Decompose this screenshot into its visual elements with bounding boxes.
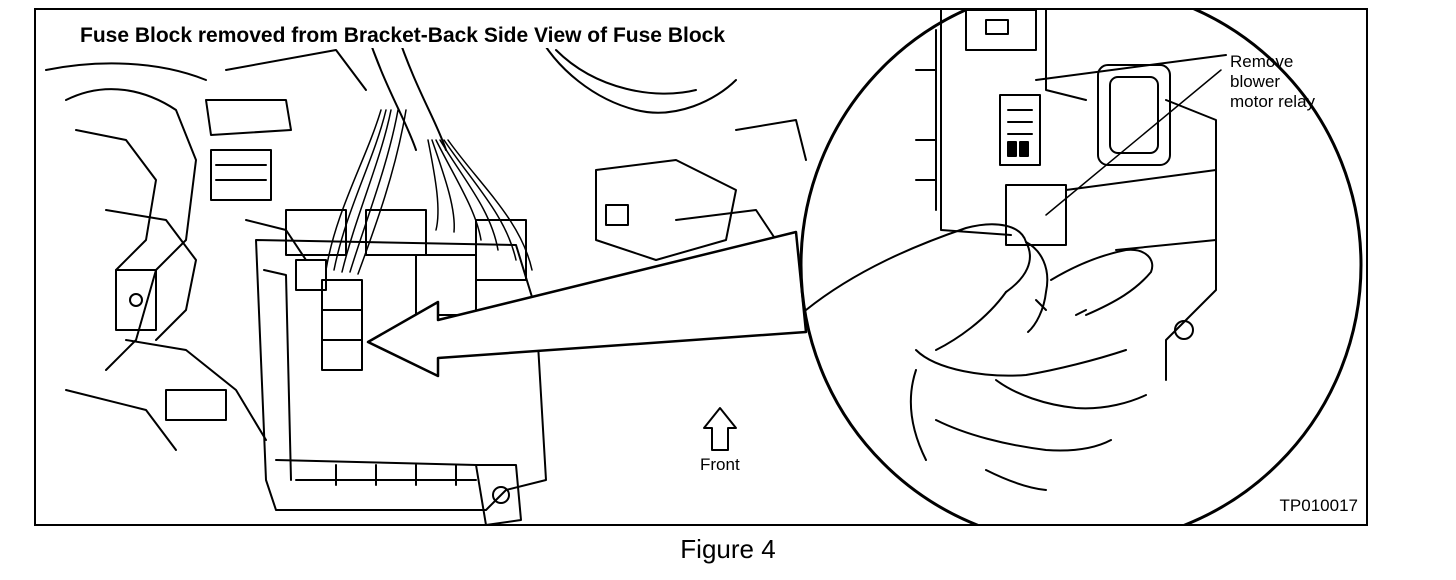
callout-line-2: blower [1230,72,1281,91]
hand-illustration [805,223,1154,491]
front-label: Front [700,455,740,474]
pointer-arrow [366,230,808,378]
left-bracket-harness [45,49,367,451]
callout-leader-line [1045,69,1222,216]
relay-callout: Remove blower motor relay [1230,52,1360,112]
figure-code: TP010017 [1279,496,1358,515]
fuse-block-wires [325,109,533,275]
figure-caption: Figure 4 [680,534,776,564]
upper-wire-harness [365,29,807,261]
figure-title: Fuse Block removed from Bracket-Back Sid… [76,24,730,48]
magnified-detail [799,10,1363,524]
diagram-frame: Fuse Block removed from Bracket-Back Sid… [34,8,1368,526]
front-arrow-icon [703,407,737,451]
callout-line-3: motor relay [1230,92,1316,111]
blower-motor-relay [1005,184,1067,246]
callout-line-1: Remove [1230,52,1294,71]
fuse-block [255,209,547,524]
fuse-block-line-drawing [45,10,1363,524]
